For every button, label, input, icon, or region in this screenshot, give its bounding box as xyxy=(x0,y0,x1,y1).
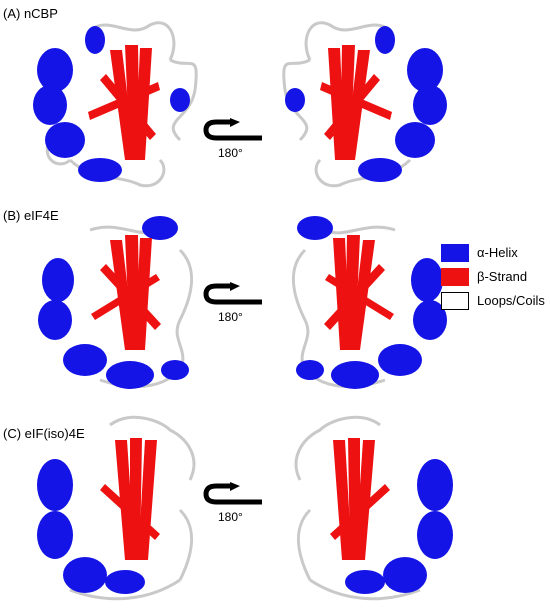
legend-swatch-loop xyxy=(441,292,469,310)
legend-label: β-Strand xyxy=(477,269,528,284)
rotation-label: 180° xyxy=(218,146,243,160)
rotation-arrow-icon xyxy=(203,282,262,305)
protein-structure-back xyxy=(282,21,447,188)
panel-eif4e: (B) eIF4E 180° xyxy=(0,200,550,400)
panel-label: (C) eIF(iso)4E xyxy=(3,426,85,441)
legend-label: α-Helix xyxy=(477,245,518,260)
panel-label: (B) eIF4E xyxy=(3,208,59,223)
legend: α-Helix β-Strand Loops/Coils xyxy=(441,242,549,314)
legend-swatch-helix xyxy=(441,244,469,262)
legend-label: Loops/Coils xyxy=(477,293,545,308)
legend-item-helix: α-Helix xyxy=(441,242,549,266)
panel-eif-iso-4e: (C) eIF(iso)4E 180° xyxy=(0,400,550,601)
protein-structure-front xyxy=(38,216,194,389)
protein-structure-back xyxy=(294,415,453,601)
legend-item-loop: Loops/Coils xyxy=(441,290,549,314)
protein-structure-front xyxy=(37,415,196,601)
legend-item-strand: β-Strand xyxy=(441,266,549,290)
rotation-arrow-icon xyxy=(203,118,262,141)
panel-label: (A) nCBP xyxy=(3,6,58,21)
rotation-label: 180° xyxy=(218,310,243,324)
legend-swatch-strand xyxy=(441,268,469,286)
panel-ncbp: (A) nCBP 180° xyxy=(0,0,550,200)
rotation-arrow-icon xyxy=(203,482,262,505)
protein-structure-front xyxy=(33,21,198,188)
protein-structure-back xyxy=(291,216,447,389)
rotation-label: 180° xyxy=(218,510,243,524)
